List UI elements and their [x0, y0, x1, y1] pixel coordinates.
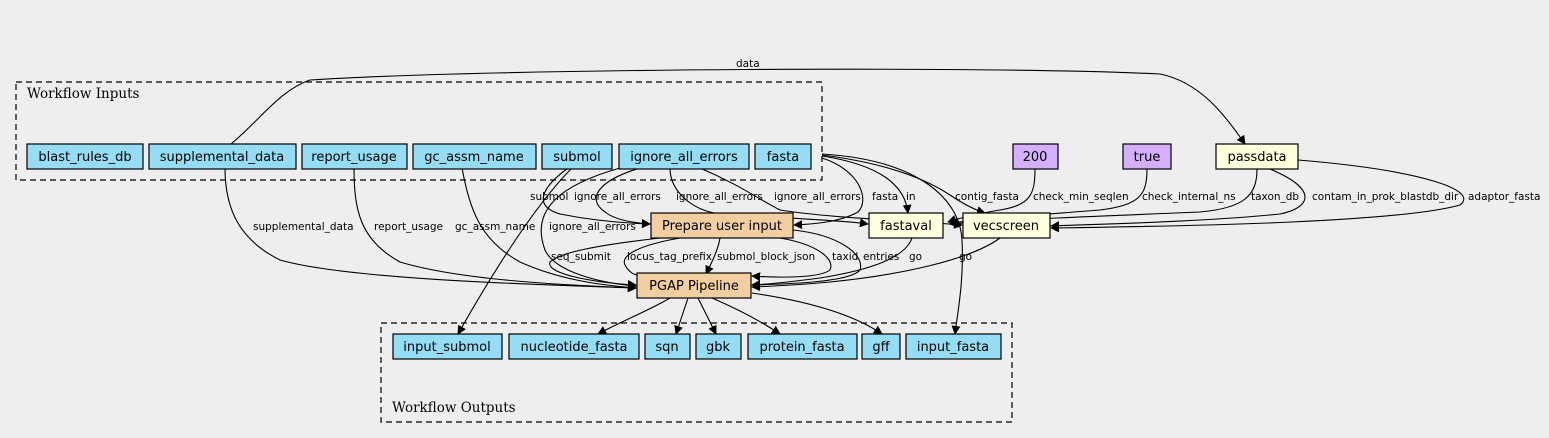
- edge-taxid: [751, 237, 832, 282]
- workflow-inputs-cluster: Workflow Inputs: [15, 81, 823, 181]
- svg-text:fasta: fasta: [767, 150, 799, 165]
- edge-label-supplemental-data: supplemental_data: [253, 221, 354, 233]
- edge-pgap-protein: [711, 297, 781, 335]
- edge-submol-block: [705, 237, 721, 275]
- node-out-gbk[interactable]: gbk: [695, 333, 742, 360]
- edge-pgap-gff: [751, 292, 883, 335]
- edge-label-check-min-seqlen: check_min_seqlen: [1033, 191, 1129, 203]
- edge-label-contam-in-prok-blastdb-dir: contam_in_prok_blastdb_dir: [1312, 191, 1459, 203]
- svg-text:ignore_all_errors: ignore_all_errors: [630, 150, 738, 165]
- edge-label-submol-block-json: submol_block_json: [717, 251, 815, 263]
- edge-fasta-fastaval: [821, 155, 912, 214]
- edge-pgap-gbk: [697, 297, 717, 335]
- node-constant-200[interactable]: 200: [1012, 143, 1059, 170]
- edge-label-check-internal-ns: check_internal_ns: [1142, 191, 1236, 203]
- node-supplemental-data[interactable]: supplemental_data: [148, 143, 297, 170]
- edge-label-report-usage: report_usage: [374, 221, 443, 233]
- node-gc-assm-name[interactable]: gc_assm_name: [412, 143, 537, 170]
- node-vecscreen[interactable]: vecscreen: [962, 212, 1051, 239]
- node-blast-rules-db[interactable]: blast_rules_db: [26, 143, 144, 170]
- edge-label-ignore-all-errors-2: ignore_all_errors: [676, 191, 763, 203]
- edge-submol-prepare: [542, 167, 651, 229]
- node-out-input-submol[interactable]: input_submol: [392, 333, 503, 360]
- node-out-sqn[interactable]: sqn: [644, 333, 691, 360]
- edge-go-vecscreen: [751, 237, 1001, 292]
- edge-iae-pgap: [540, 167, 637, 290]
- edge-labels: data submol ignore_all_errors ignore_all…: [253, 58, 1540, 263]
- svg-text:200: 200: [1023, 150, 1048, 165]
- svg-text:protein_fasta: protein_fasta: [759, 340, 844, 355]
- edge-label-gc-assm-name: gc_assm_name: [455, 221, 535, 233]
- edge-label-ignore-all-errors-4: ignore_all_errors: [549, 221, 636, 233]
- edge-label-contig-fasta: contig_fasta: [955, 191, 1019, 203]
- node-constant-true[interactable]: true: [1122, 143, 1172, 170]
- svg-text:input_fasta: input_fasta: [917, 340, 989, 355]
- svg-text:fastaval: fastaval: [880, 219, 932, 234]
- edge-report-pgap: [353, 167, 637, 293]
- node-out-input-fasta[interactable]: input_fasta: [905, 333, 1002, 360]
- svg-text:passdata: passdata: [1227, 150, 1286, 165]
- svg-text:gff: gff: [872, 340, 890, 355]
- svg-text:PGAP Pipeline: PGAP Pipeline: [649, 279, 739, 294]
- svg-text:nucleotide_fasta: nucleotide_fasta: [520, 340, 627, 355]
- edge-label-data: data: [736, 58, 760, 70]
- node-prepare-user-input[interactable]: Prepare user input: [650, 212, 794, 239]
- edge-data: [230, 68, 1246, 145]
- edge-submol-input-submol: [457, 167, 573, 335]
- svg-text:input_submol: input_submol: [403, 340, 490, 355]
- edge-label-ignore-all-errors-1: ignore_all_errors: [574, 191, 661, 203]
- edge-label-locus-tag-prefix: locus_tag_prefix: [627, 251, 712, 263]
- edge-pgap-sqn: [674, 297, 689, 335]
- svg-text:blast_rules_db: blast_rules_db: [38, 150, 131, 165]
- edge-fasta-input-fasta: [821, 153, 963, 335]
- node-fastaval[interactable]: fastaval: [868, 212, 944, 239]
- svg-text:supplemental_data: supplemental_data: [160, 150, 284, 165]
- edge-label-seq-submit: seq_submit: [551, 251, 611, 263]
- edge-pgap-nucleotide: [597, 297, 671, 335]
- edge-label-taxid: taxid: [832, 251, 858, 263]
- edge-label-fasta: fasta: [872, 191, 898, 203]
- edge-seq-submit: [549, 237, 661, 290]
- svg-text:sqn: sqn: [655, 340, 678, 355]
- edge-gc-pgap: [461, 167, 637, 292]
- edge-label-in: in: [906, 191, 916, 203]
- workflow-inputs-title: Workflow Inputs: [27, 86, 139, 102]
- node-out-nucleotide-fasta[interactable]: nucleotide_fasta: [508, 333, 640, 360]
- svg-text:vecscreen: vecscreen: [973, 219, 1039, 234]
- svg-text:gbk: gbk: [706, 340, 731, 355]
- workflow-outputs-cluster: Workflow Outputs: [380, 322, 1013, 423]
- workflow-outputs-title: Workflow Outputs: [392, 400, 516, 416]
- node-fasta[interactable]: fasta: [754, 143, 812, 170]
- svg-text:report_usage: report_usage: [311, 150, 396, 165]
- edge-200-vecscreen: [947, 168, 1036, 224]
- edge-label-entries: entries: [863, 251, 899, 263]
- edge-iae-prepare: [595, 167, 651, 228]
- edge-label-go-2: go: [959, 251, 972, 263]
- node-out-gff[interactable]: gff: [861, 333, 901, 360]
- edge-go-fastaval: [751, 237, 913, 290]
- edge-label-taxon-db: taxon_db: [1251, 191, 1299, 203]
- node-passdata[interactable]: passdata: [1215, 143, 1299, 170]
- edge-passdata-adaptor: [1050, 159, 1465, 233]
- edge-passdata-contam: [1050, 168, 1306, 231]
- edge-fasta-vecscreen: [821, 154, 986, 215]
- edge-label-ignore-all-errors-3: ignore_all_errors: [774, 191, 861, 203]
- edges: [224, 68, 1465, 335]
- edge-fasta-prepare: [793, 157, 864, 230]
- node-report-usage[interactable]: report_usage: [301, 143, 408, 170]
- node-pgap-pipeline[interactable]: PGAP Pipeline: [636, 272, 752, 299]
- svg-text:Prepare user input: Prepare user input: [662, 219, 782, 234]
- edge-label-adaptor-fasta: adaptor_fasta: [1468, 191, 1540, 203]
- edge-label-go-1: go: [909, 251, 922, 263]
- node-out-protein-fasta[interactable]: protein_fasta: [747, 333, 858, 360]
- svg-text:true: true: [1134, 150, 1161, 165]
- node-ignore-all-errors[interactable]: ignore_all_errors: [618, 143, 750, 170]
- svg-text:submol: submol: [553, 150, 601, 165]
- node-submol[interactable]: submol: [541, 143, 613, 170]
- edge-label-submol: submol: [530, 191, 568, 203]
- edge-supplemental-pgap: [224, 167, 637, 293]
- svg-text:gc_assm_name: gc_assm_name: [424, 150, 523, 165]
